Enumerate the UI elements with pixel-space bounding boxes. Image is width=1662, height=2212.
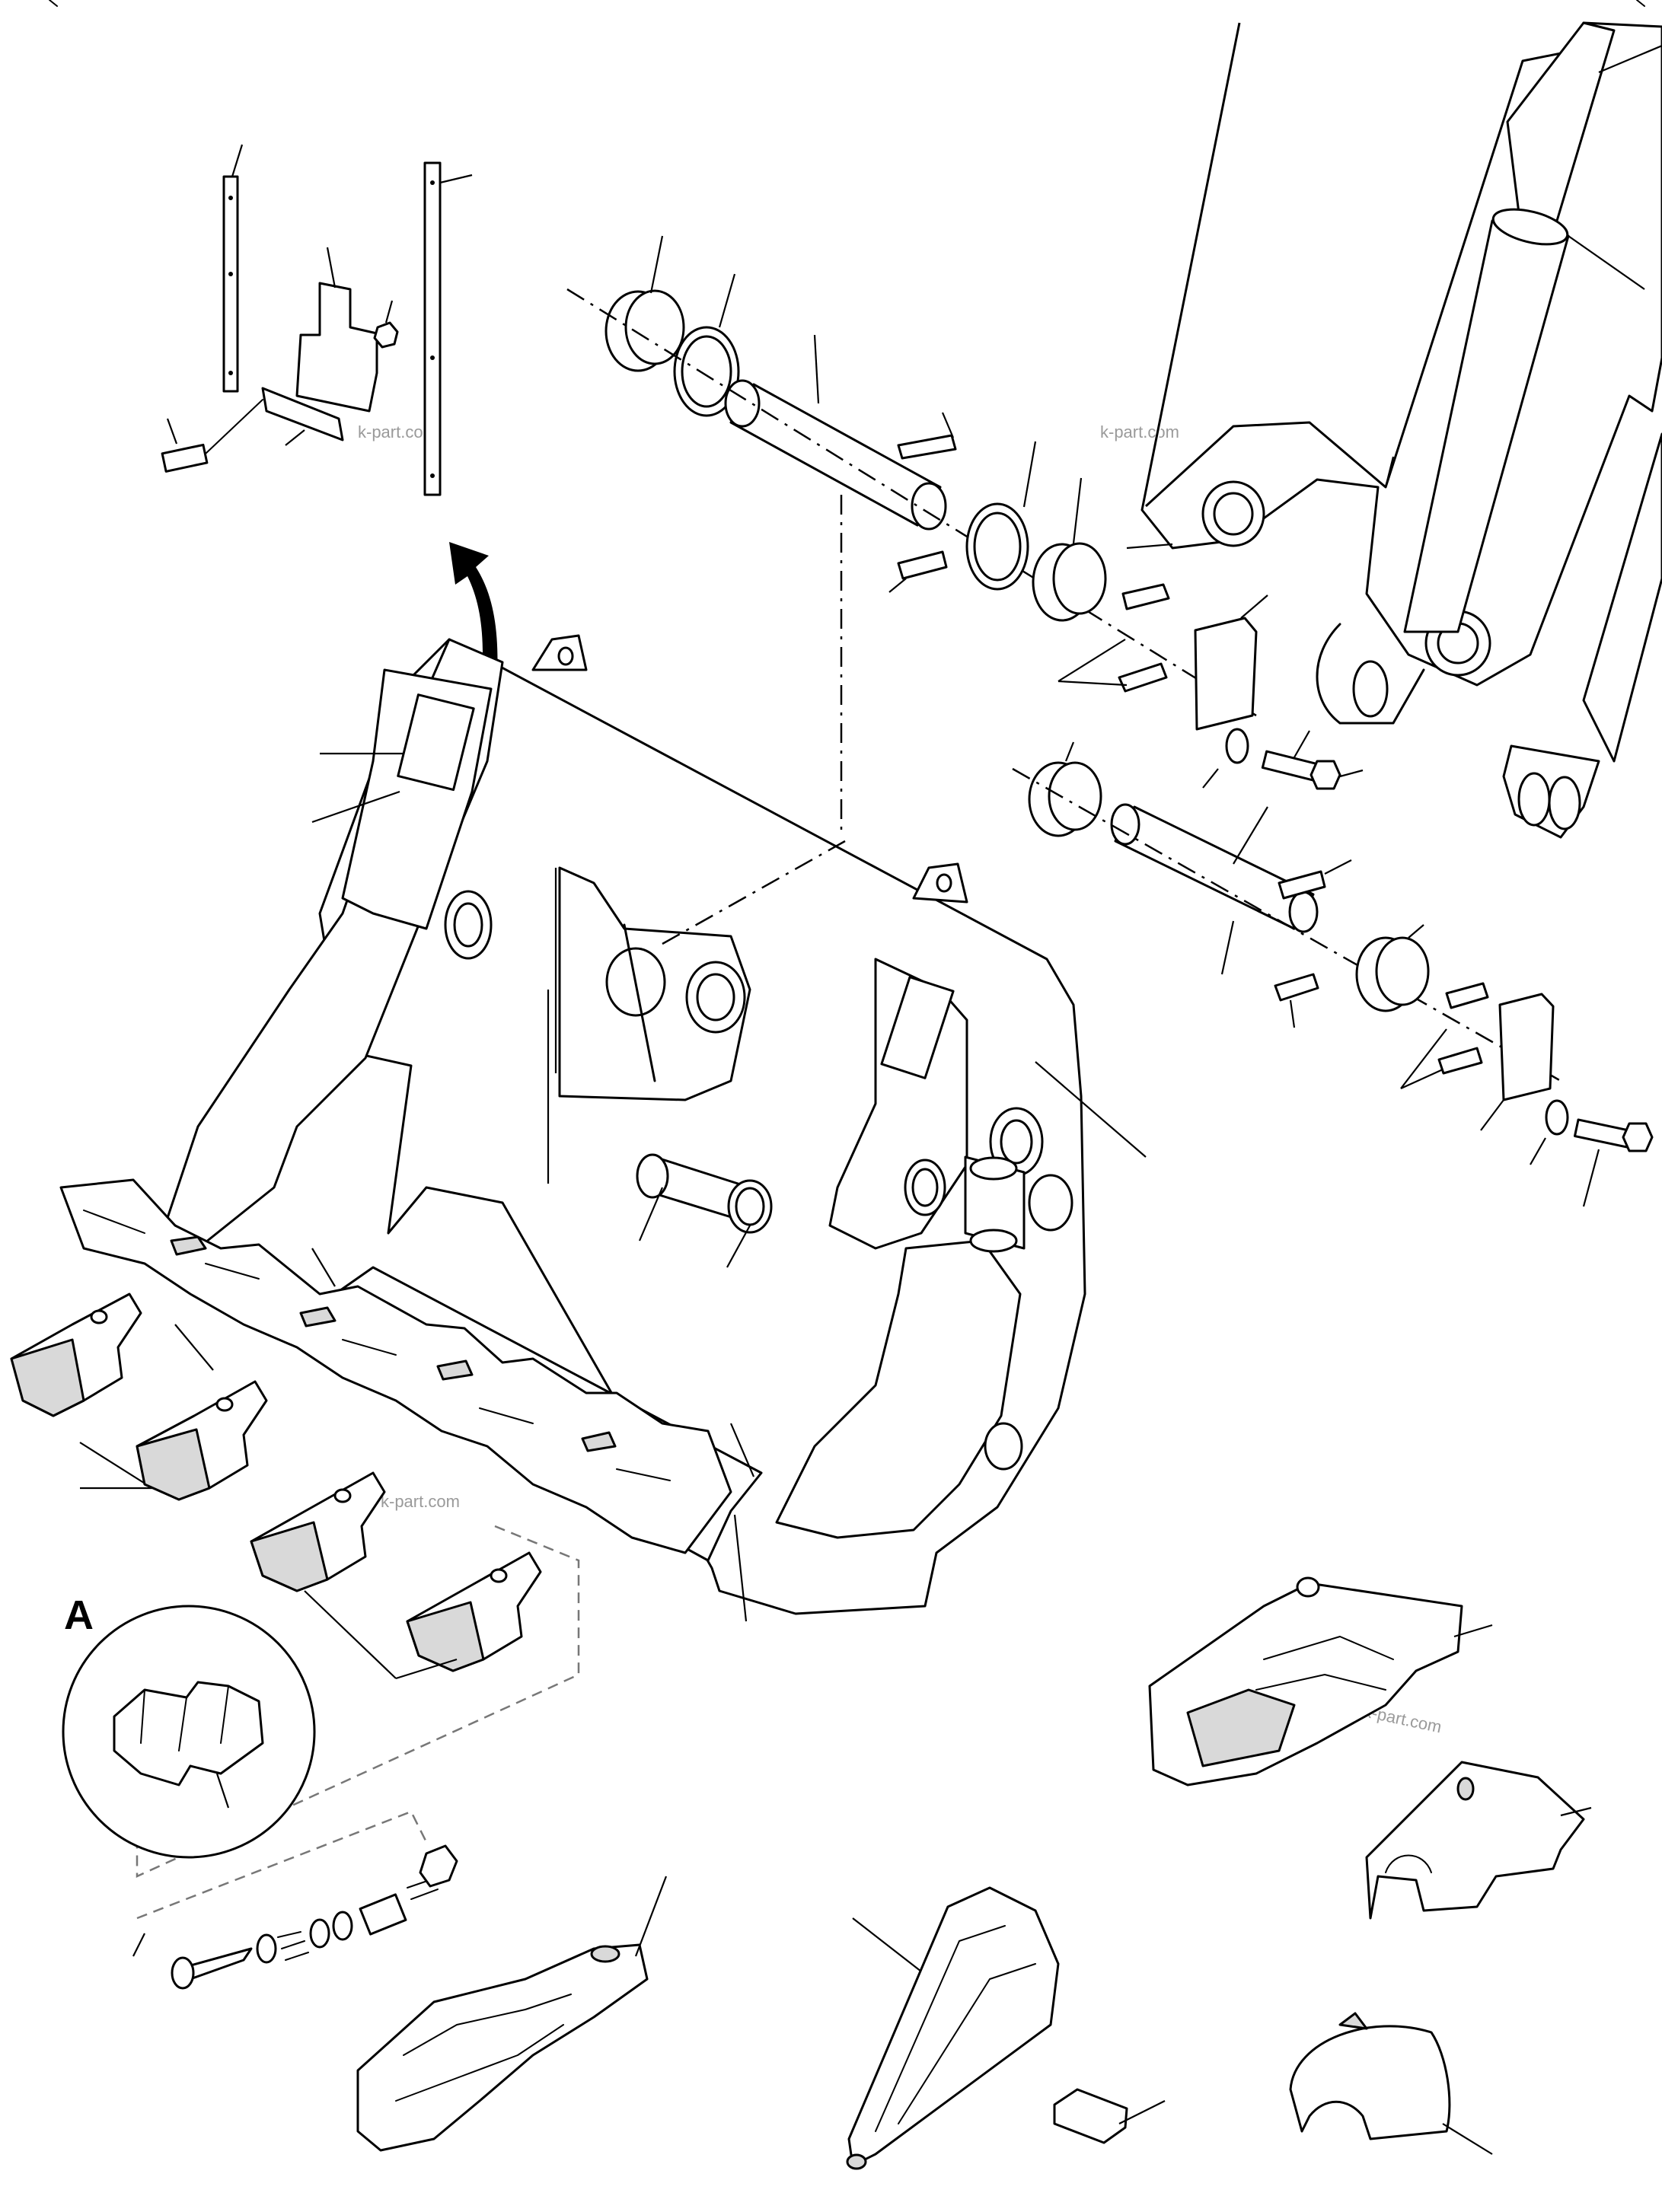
seal-ring-middle	[965, 441, 1037, 591]
bucket-pin-lower	[1110, 803, 1319, 975]
pin-bushing-lower-left	[1028, 741, 1102, 837]
lock-nut	[373, 300, 399, 349]
spacer-bar	[261, 387, 344, 446]
wear-strip-right	[423, 161, 473, 496]
tooth-cap	[1289, 2012, 1493, 2155]
pin-retainer-assembly	[132, 1810, 458, 1990]
bucket-pin-upper	[724, 334, 947, 531]
washer-lower	[1530, 1099, 1569, 1165]
tooth-adapter-2	[80, 1380, 268, 1501]
pin-bushing-lower-right	[1355, 924, 1430, 1012]
lock-key-upper-b	[888, 550, 948, 593]
tooth-adapter-4	[395, 1551, 542, 1680]
retainer-plate-upper	[1194, 594, 1268, 731]
hydraulic-cylinder-lower	[1502, 432, 1662, 839]
bolt-upper	[1261, 730, 1364, 790]
corner-mark-top-right	[1636, 0, 1645, 7]
stud-bolt	[161, 399, 263, 473]
cover-plate	[295, 247, 378, 413]
hydraulic-cylinder-upper	[1403, 21, 1662, 633]
wear-strip-left	[222, 144, 244, 393]
tooth-point-bottom-left	[356, 1876, 668, 2152]
watermark-top-right: k-part.com	[1100, 422, 1179, 441]
adapter-shroud	[1365, 1761, 1592, 1920]
pin-axis-upper	[566, 288, 1257, 717]
pin-axis-lower	[1012, 767, 1562, 1082]
pin-bushing-top-left	[605, 235, 685, 372]
lock-key-lower-b	[1274, 973, 1319, 1028]
lock-pin-block	[1053, 2088, 1166, 2144]
detail-letter-callout: A	[64, 1592, 94, 1638]
pin-bushing-middle	[1032, 477, 1107, 622]
tooth-adapter-1	[10, 1292, 153, 1489]
lock-key-upper-a	[897, 412, 957, 460]
shim-upper	[1057, 583, 1170, 693]
pin-axis-bracket	[662, 840, 846, 945]
corner-mark-top-left	[49, 0, 58, 7]
lock-key-lower-a	[1278, 859, 1352, 900]
detail-circle-a	[62, 1605, 316, 1859]
detail-bracket	[136, 1525, 580, 1878]
retainer-plate-lower	[1480, 993, 1555, 1131]
watermark-middle: k-part.com	[381, 1492, 460, 1511]
bolt-lower	[1573, 1118, 1654, 1207]
tooth-adapter-3	[250, 1471, 397, 1679]
cutting-edge-with-teeth	[59, 1178, 732, 1554]
shim-lower	[1400, 982, 1489, 1090]
tooth-adapter-large	[1148, 1576, 1493, 1786]
seal-ring-top	[673, 273, 740, 417]
washer-upper	[1202, 728, 1249, 789]
tooth-point-bottom-center	[846, 1886, 1060, 2170]
